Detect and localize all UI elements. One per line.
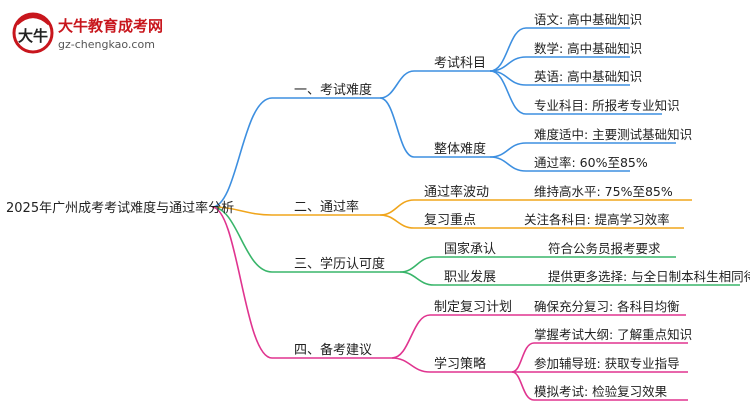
logo-url: gz-chengkao.com	[58, 38, 155, 51]
leaf-chinese: 语文: 高中基础知识	[534, 12, 642, 27]
node-review-plan: 制定复习计划	[434, 300, 512, 315]
leaf-major-subject: 专业科目: 所报考专业知识	[534, 98, 680, 113]
logo-mark: 大牛	[12, 12, 54, 54]
leaf-focus-subjects: 关注各科目: 提高学习效率	[524, 212, 670, 227]
logo-mark-text: 大牛	[18, 27, 48, 45]
leaf-math: 数学: 高中基础知识	[534, 41, 642, 56]
leaf-more-choices: 提供更多选择: 与全日制本科生相同待遇	[548, 269, 750, 284]
branch-prep-advice	[211, 206, 688, 401]
branch-label-pass-rate: 二、通过率	[294, 199, 359, 215]
leaf-high-level: 维持高水平: 75%至85%	[534, 184, 673, 199]
logo: 大牛 大牛教育成考网 gz-chengkao.com	[12, 12, 163, 54]
branch-pass-rate	[211, 199, 692, 229]
leaf-tutoring-class: 参加辅导班: 获取专业指导	[534, 356, 680, 371]
node-pass-rate-fluctuation: 通过率波动	[424, 184, 489, 200]
branch-label-degree-recognition: 三、学历认可度	[294, 256, 385, 272]
leaf-pass-rate-range: 通过率: 60%至85%	[534, 155, 648, 170]
node-exam-subjects: 考试科目	[434, 56, 486, 71]
leaf-civil-service: 符合公务员报考要求	[548, 241, 661, 256]
branch-label-prep-advice: 四、备考建议	[294, 342, 372, 358]
leaf-english: 英语: 高中基础知识	[534, 69, 642, 84]
node-career-development: 职业发展	[444, 269, 496, 285]
node-national-recognition: 国家承认	[444, 241, 496, 257]
leaf-exam-outline: 掌握考试大纲: 了解重点知识	[534, 327, 692, 342]
branch-label-exam-difficulty: 一、考试难度	[294, 82, 372, 98]
root-node: 2025年广州成考考试难度与通过率分析	[6, 200, 234, 216]
leaf-sufficient-review: 确保充分复习: 各科目均衡	[534, 299, 680, 314]
leaf-mock-exam: 模拟考试: 检验复习效果	[534, 384, 668, 399]
branch-degree-recognition	[211, 206, 740, 286]
branch-exam-difficulty	[211, 27, 676, 208]
node-study-strategy: 学习策略	[434, 356, 486, 372]
leaf-moderate-difficulty: 难度适中: 主要测试基础知识	[534, 127, 692, 142]
node-overall-difficulty: 整体难度	[434, 141, 486, 157]
logo-title: 大牛教育成考网	[58, 17, 163, 35]
node-review-focus: 复习重点	[424, 212, 476, 228]
